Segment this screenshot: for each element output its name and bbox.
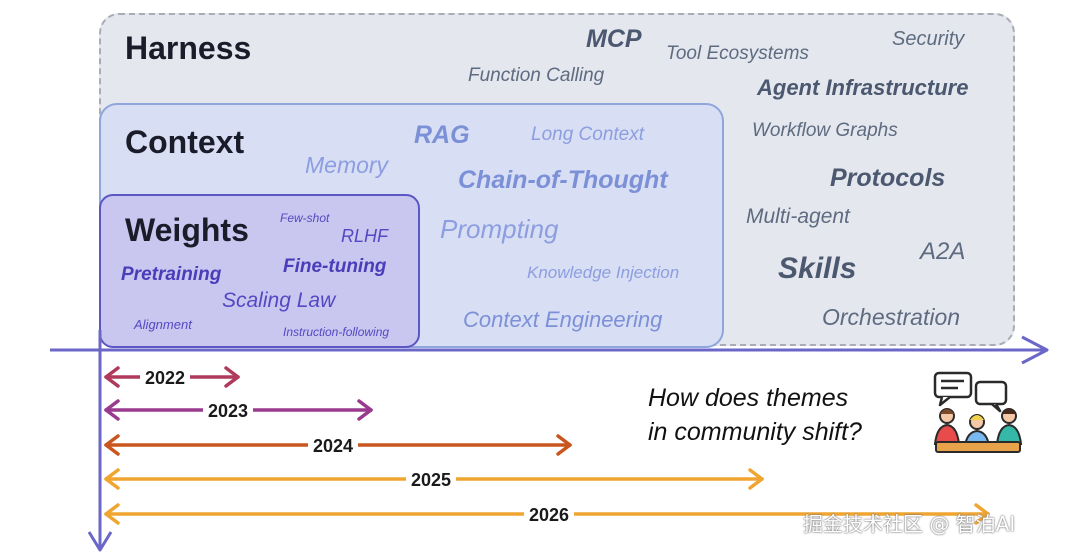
- context-title: Context: [125, 124, 245, 160]
- year-label-2023: 2023: [203, 400, 254, 422]
- vertical-axis-arrowhead: [87, 531, 113, 552]
- term-memory: Memory: [305, 152, 389, 178]
- term-rag: RAG: [414, 121, 470, 149]
- year-label-2022: 2022: [140, 367, 191, 389]
- weights-box: [99, 194, 420, 348]
- term-instruction-following: Instruction-following: [283, 325, 390, 339]
- term-security: Security: [892, 28, 965, 50]
- term-long-context: Long Context: [531, 124, 645, 145]
- term-tool-ecosystems: Tool Ecosystems: [666, 43, 809, 64]
- term-rlhf: RLHF: [341, 226, 389, 246]
- watermark-text: 掘金技术社区 @ 智泊AI: [803, 512, 1016, 536]
- term-alignment: Alignment: [134, 317, 192, 332]
- year-label-2026: 2026: [524, 504, 575, 526]
- term-multi-agent: Multi-agent: [746, 205, 850, 228]
- term-agent-infrastructure: Agent Infrastructure: [757, 75, 969, 100]
- question-text: How does themes in community shift?: [648, 381, 862, 449]
- term-scaling-law: Scaling Law: [222, 289, 336, 312]
- term-prompting: Prompting: [440, 214, 559, 244]
- term-pretraining: Pretraining: [121, 264, 222, 285]
- term-knowledge-injection: Knowledge Injection: [527, 263, 680, 282]
- year-label-2024: 2024: [308, 435, 359, 457]
- term-context-engineering: Context Engineering: [463, 307, 663, 332]
- term-a2a: A2A: [920, 238, 966, 265]
- term-skills: Skills: [778, 252, 857, 285]
- harness-title: Harness: [125, 30, 252, 66]
- term-protocols: Protocols: [830, 164, 946, 192]
- question-line-1: How does themes: [648, 384, 849, 412]
- term-mcp: MCP: [586, 25, 642, 53]
- term-fine-tuning: Fine-tuning: [283, 256, 387, 277]
- term-orchestration: Orchestration: [822, 304, 961, 330]
- community-discussion-icon: [933, 371, 1023, 453]
- term-function-calling: Function Calling: [468, 65, 605, 86]
- term-chain-of-thought: Chain-of-Thought: [458, 166, 668, 194]
- term-workflow-graphs: Workflow Graphs: [752, 120, 898, 141]
- time-axis-arrowhead: [1021, 335, 1049, 365]
- term-few-shot: Few-shot: [280, 211, 330, 225]
- weights-title: Weights: [125, 212, 249, 248]
- question-line-2: in community shift?: [648, 418, 862, 446]
- year-label-2025: 2025: [406, 469, 457, 491]
